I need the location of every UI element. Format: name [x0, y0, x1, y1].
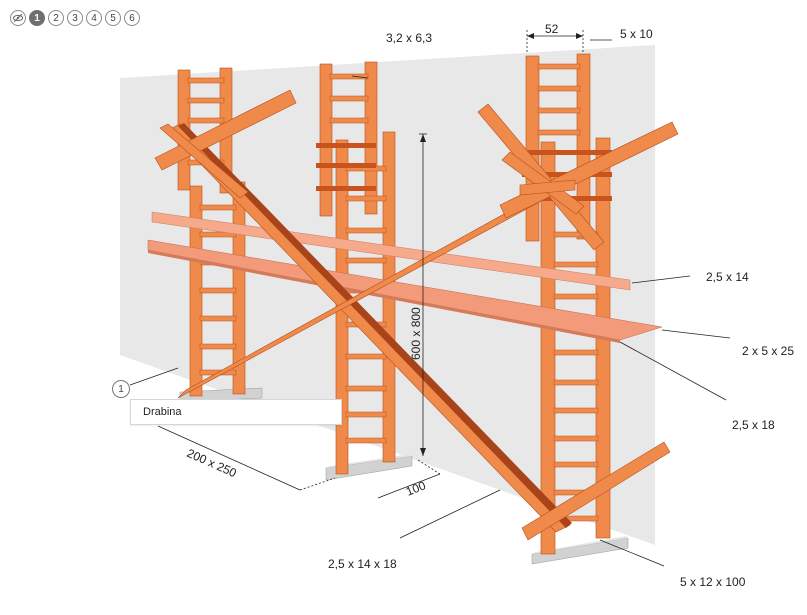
callout-number-1[interactable]: 1 [112, 380, 130, 398]
step-button-4[interactable]: 4 [86, 10, 102, 26]
dim-label-post-top: 5 x 10 [620, 27, 653, 41]
step-button-3[interactable]: 3 [67, 10, 83, 26]
eye-slash-icon[interactable] [10, 10, 26, 26]
callout-label-box: Drabina [130, 399, 342, 425]
diagonal-braces [154, 89, 679, 541]
dim-label-foot: 5 x 12 x 100 [680, 575, 746, 589]
dimension-lines [129, 30, 731, 567]
step-button-5[interactable]: 5 [105, 10, 121, 26]
step-button-6[interactable]: 6 [124, 10, 140, 26]
dim-label-rung: 3,2 x 6,3 [386, 31, 432, 45]
dim-label-brace: 2,5 x 14 x 18 [328, 557, 397, 571]
dimension-arrows [420, 33, 583, 456]
dim-label-height: 600 x 800 [409, 307, 423, 360]
dim-label-board-upper: 2,5 x 14 [706, 270, 749, 284]
dim-label-spread: 200 x 250 [185, 446, 239, 480]
step-toolbar: 1 2 3 4 5 6 [10, 10, 140, 26]
dim-label-board-diag: 2,5 x 18 [732, 418, 775, 432]
ladder-2 [316, 61, 396, 475]
dim-label-depth: 100 [404, 478, 428, 499]
step-button-1[interactable]: 1 [29, 10, 45, 26]
dim-label-width-top: 52 [545, 22, 559, 36]
dim-label-board-lower: 2 x 5 x 25 [742, 344, 794, 358]
callout-label: Drabina [143, 406, 182, 418]
step-button-2[interactable]: 2 [48, 10, 64, 26]
